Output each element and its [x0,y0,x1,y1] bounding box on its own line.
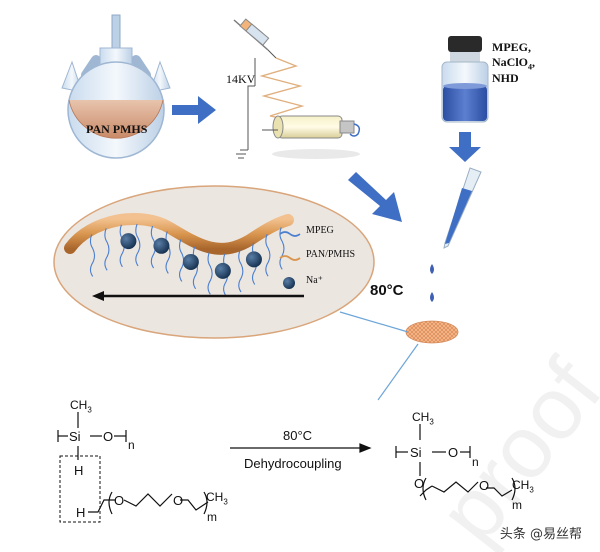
vial-label-3: NHD [492,71,519,85]
h-left-1: H [74,463,84,478]
legend-swatch-fiber [279,255,301,261]
n-right: n [472,455,479,469]
mpeg-chain [238,249,244,293]
arrow-diagonal [348,172,402,222]
flask-label: PAN PMHS [86,122,148,136]
reaction-scheme [57,412,516,523]
ch3-mpeg: CH3 [206,490,228,507]
sodium-ion [153,237,170,254]
mpeg-chain [104,228,110,271]
arrow-right [172,96,216,124]
mpeg-chain [135,223,141,267]
m-right: m [512,498,522,512]
legend-ion: Na⁺ [306,275,323,286]
mpeg-chain [165,231,171,274]
n-left: n [128,438,135,452]
o-right-chain: O [448,445,459,460]
mpeg-chain [192,246,198,290]
reaction-condition-name: Dehydrocoupling [244,456,342,471]
h-left-2: H [76,505,86,520]
pipette [430,167,482,302]
si-left: Si [69,429,81,444]
ghost-watermark: proof [419,341,600,552]
si-right: Si [410,445,422,460]
mpeg-chain [207,252,213,295]
o-left: O [103,429,114,444]
reaction-condition-temp: 80°C [283,428,313,443]
inset-ellipse [53,185,375,339]
reaction-flask [61,14,171,159]
pointer-line [377,343,419,401]
ch3-right: CH3 [412,410,434,427]
voltage-label: 14KV [226,72,256,86]
process-temperature: 80°C [370,282,404,299]
ch3-left: CH3 [70,398,92,415]
o-mpeg-2: O [173,493,184,508]
electrospinning-setup [233,18,361,159]
sodium-ion [182,253,199,270]
source-watermark: 头条 @易丝帮 [499,527,582,542]
legend-mpeg: MPEG [306,225,334,236]
mpeg-chain [279,227,285,270]
sodium-ion [245,251,262,268]
o-mpeg-1: O [114,493,125,508]
sodium-ion [120,233,137,250]
legend-swatch-mpeg [279,231,301,237]
solution-vial [441,36,489,123]
arrow-down [449,132,481,162]
mpeg-chain [89,234,96,277]
membrane [405,320,459,344]
legend-swatch-ion [283,277,295,289]
legend-fiber: PAN/PMHS [306,249,356,260]
o-right-2: O [479,478,490,493]
sodium-ion [214,262,231,279]
mpeg-chain [265,234,271,277]
m-left: m [207,510,217,524]
ch3-right-end: CH3 [512,478,534,495]
vial-label-1: MPEG, [492,40,531,54]
o-right-1: O [414,476,425,491]
vial-label-2: NaClO4, [492,55,535,72]
zoom-line [339,311,409,333]
